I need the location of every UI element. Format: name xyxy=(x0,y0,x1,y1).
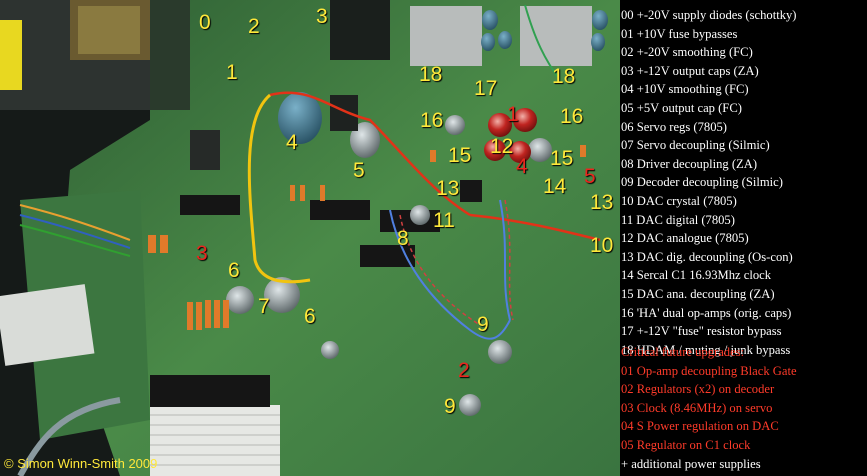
photo-label: 1 xyxy=(226,61,238,84)
legend-item: 18 HDAM / muting / junk bypass xyxy=(621,342,791,357)
photo-label: 11 xyxy=(433,209,455,232)
photo-label: 13 xyxy=(436,177,460,200)
future-upgrades-list: Critical future upgrades: 01 Op-amp deco… xyxy=(621,343,867,473)
photo-label: 9 xyxy=(477,313,489,336)
photo-label: 2 xyxy=(248,15,260,38)
photo-label: 8 xyxy=(397,227,409,250)
photo-label: 17 xyxy=(474,77,498,100)
photo-label: 16 xyxy=(420,109,444,132)
legend-item: 06 Servo regs (7805) xyxy=(621,119,727,134)
legend-item: 00 +-20V supply diodes (schottky) xyxy=(621,8,797,22)
copyright-notice: © Simon Winn-Smith 2009 xyxy=(4,456,158,471)
upgrade-item: 04 S Power regulation on DAC xyxy=(621,419,779,434)
upgrade-item: 05 Regulator on C1 clock xyxy=(621,437,751,452)
photo-label: 13 xyxy=(590,191,614,214)
circuit-board-photo: 0 2 3 1 18 18 17 1 16 16 4 15 12 15 5 4 … xyxy=(0,0,620,476)
photo-label: 15 xyxy=(550,147,574,170)
photo-label: 9 xyxy=(444,395,456,418)
upgrade-item: 02 Regulators (x2) on decoder xyxy=(621,382,775,397)
legend-item: 14 Sercal C1 16.93Mhz clock xyxy=(621,268,772,283)
legend-item: 10 DAC crystal (7805) xyxy=(621,193,737,208)
legend-item: 08 Driver decoupling (ZA) xyxy=(621,156,758,171)
component-legend: 00 +-20V supply diodes (schottky) 01 +10… xyxy=(621,6,867,359)
legend-item: 04 +10V smoothing (FC) xyxy=(621,82,749,97)
legend-item: 12 DAC analogue (7805) xyxy=(621,231,749,246)
photo-label: 4 xyxy=(516,155,528,178)
legend-item: 11 DAC digital (7805) xyxy=(621,212,735,227)
photo-label: 10 xyxy=(590,234,614,257)
photo-label: 1 xyxy=(507,103,519,126)
photo-label: 14 xyxy=(543,175,567,198)
photo-label: 16 xyxy=(560,105,584,128)
photo-label: 6 xyxy=(304,305,316,328)
upgrade-item: 01 Op-amp decoupling Black Gate xyxy=(621,363,797,378)
photo-label: 0 xyxy=(199,11,211,34)
legend-item: 03 +-12V output caps (ZA) xyxy=(621,63,759,78)
legend-item: 02 +-20V smoothing (FC) xyxy=(621,45,753,60)
photo-label: 4 xyxy=(286,131,298,154)
photo-label: 3 xyxy=(196,242,208,265)
legend-item: 07 Servo decoupling (Silmic) xyxy=(621,138,770,153)
photo-label: 3 xyxy=(316,5,328,28)
photo-label: 12 xyxy=(490,135,514,158)
legend-item: 05 +5V output cap (FC) xyxy=(621,100,742,115)
photo-label: 2 xyxy=(458,359,470,382)
photo-label: 6 xyxy=(228,259,240,282)
legend-item: 15 DAC ana. decoupling (ZA) xyxy=(621,286,775,301)
legend-item: 17 +-12V "fuse" resistor bypass xyxy=(621,324,782,339)
photo-label: 18 xyxy=(552,65,576,88)
legend-item: 16 'HA' dual op-amps (orig. caps) xyxy=(621,305,792,320)
photo-label: 5 xyxy=(353,159,365,182)
photo-label: 5 xyxy=(584,165,596,188)
upgrades-heading: Critical future upgrades: xyxy=(621,345,745,359)
upgrade-item: 03 Clock (8.46MHz) on servo xyxy=(621,400,773,415)
circuit-board-illustration xyxy=(0,0,620,476)
photo-label: 7 xyxy=(258,295,270,318)
photo-label: 15 xyxy=(448,144,472,167)
legend-item: 13 DAC dig. decoupling (Os-con) xyxy=(621,249,793,264)
upgrade-note: + additional power supplies xyxy=(621,456,761,471)
legend-item: 01 +10V fuse bypasses xyxy=(621,26,738,41)
legend-item: 09 Decoder decoupling (Silmic) xyxy=(621,175,783,190)
photo-label: 18 xyxy=(419,63,443,86)
